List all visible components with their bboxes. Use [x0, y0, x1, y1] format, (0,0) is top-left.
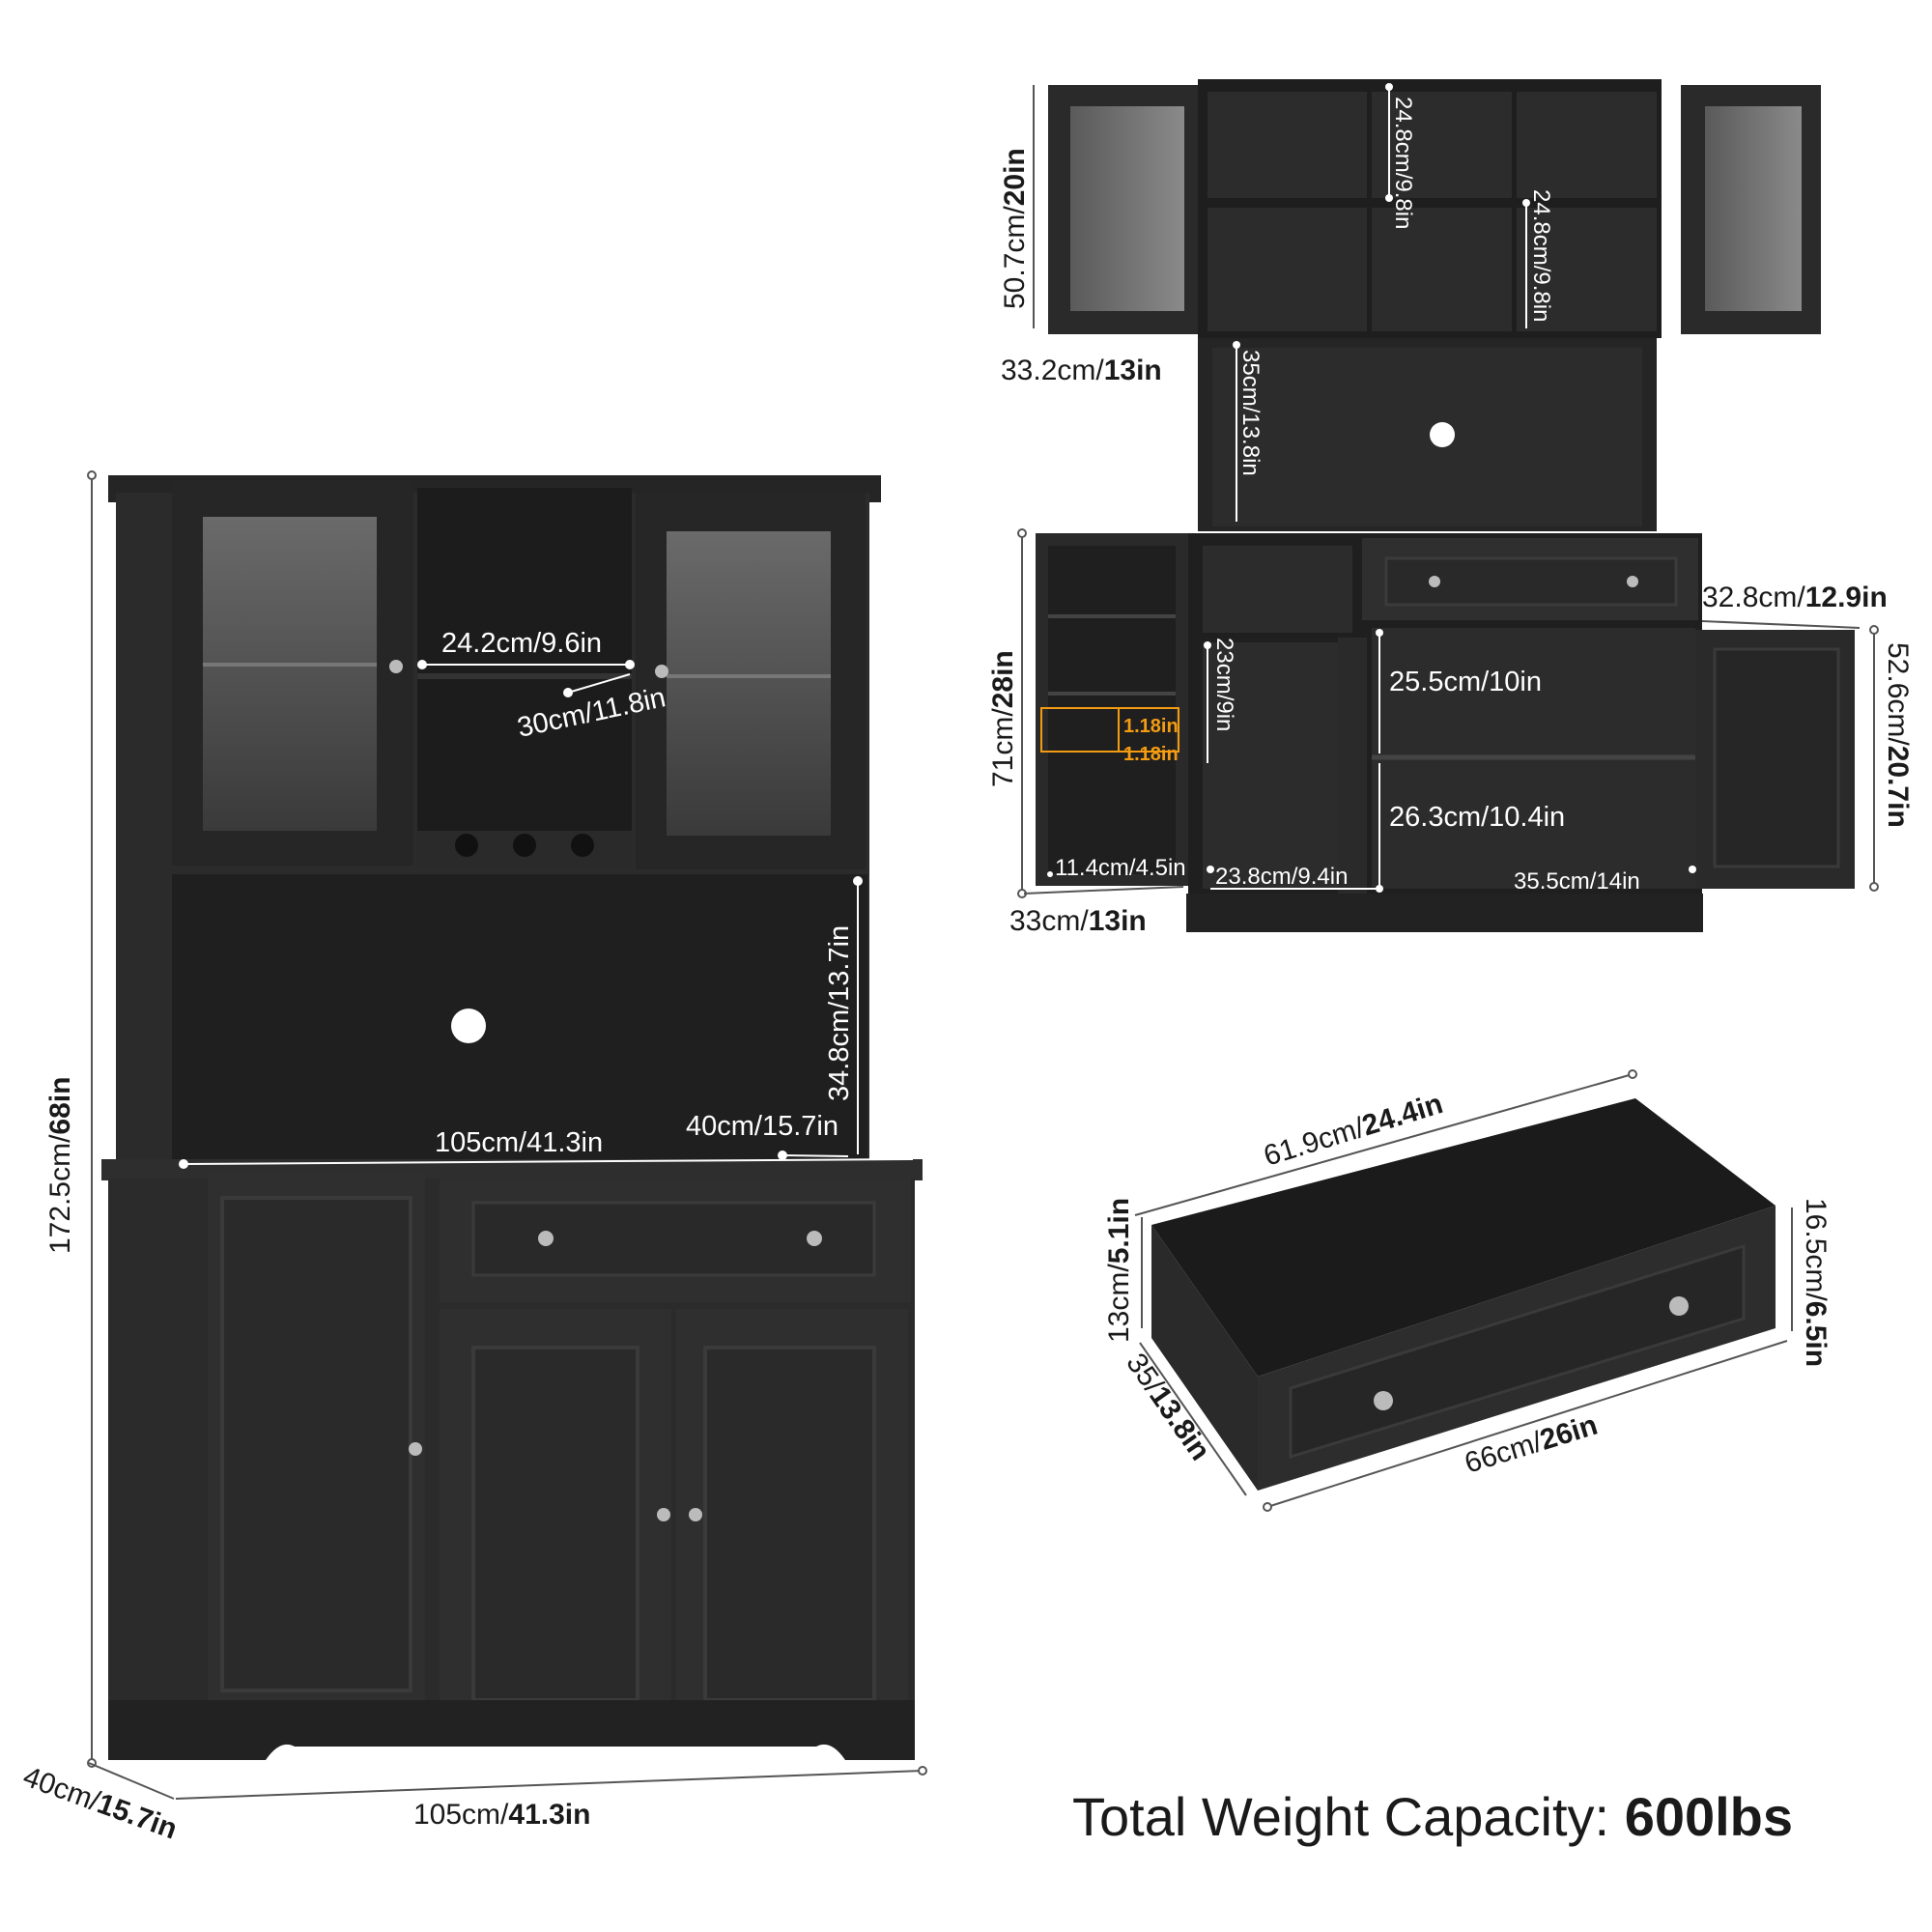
svg-text:34.8cm/13.7in: 34.8cm/13.7in	[824, 925, 855, 1101]
svg-text:33cm/13in: 33cm/13in	[1009, 905, 1147, 937]
svg-text:172.5cm/68in: 172.5cm/68in	[44, 1077, 76, 1254]
cubby-height-2-dimension: 24.8cm/9.8in	[1522, 189, 1554, 328]
shelf-lower-dimension: 26.3cm/10.4in	[1376, 763, 1565, 893]
svg-text:13cm/5.1in: 13cm/5.1in	[1103, 1198, 1135, 1343]
rack-depth-dimension: 11.4cm/4.5in	[1047, 855, 1186, 881]
counter-depth-dimension: 40cm/15.7in	[686, 1111, 849, 1160]
weight-capacity-caption: Total Weight Capacity: 600lbs	[1072, 1785, 1793, 1848]
counter-width-dimension: 105cm/41.3in	[179, 1127, 914, 1169]
left-inner-width-dimension: 23.8cm/9.4in	[1207, 864, 1377, 890]
drawer-outer-height-dimension: 16.5cm/6.5in	[1791, 1198, 1832, 1367]
svg-text:24.8cm/9.8in: 24.8cm/9.8in	[1528, 189, 1554, 322]
svg-text:40cm/15.7in: 40cm/15.7in	[19, 1761, 182, 1846]
gap-dimensions: 1.18in 1.18in	[1118, 708, 1179, 765]
shelf-upper-dimension: 25.5cm/10in	[1376, 629, 1542, 753]
svg-text:32.8cm/12.9in: 32.8cm/12.9in	[1702, 582, 1888, 613]
svg-text:35cm/13.8in: 35cm/13.8in	[1237, 350, 1264, 476]
drawer-illustration	[1151, 1098, 1776, 1491]
svg-text:16.5cm/6.5in: 16.5cm/6.5in	[1800, 1198, 1832, 1367]
svg-text:1.18in: 1.18in	[1123, 716, 1179, 737]
svg-text:33.2cm/13in: 33.2cm/13in	[1001, 355, 1162, 386]
svg-text:40cm/15.7in: 40cm/15.7in	[686, 1111, 838, 1142]
capacity-label: Total Weight Capacity:	[1072, 1786, 1625, 1847]
base-open-illustration	[1036, 533, 1855, 932]
svg-text:105cm/41.3in: 105cm/41.3in	[435, 1127, 603, 1158]
inner-shelf-height-dimension: 23cm/9in	[1204, 638, 1237, 763]
svg-text:23.8cm/9.4in: 23.8cm/9.4in	[1215, 864, 1348, 890]
top-height-dimension: 50.7cm/20in	[999, 85, 1035, 328]
right-depth-dimension: 32.8cm/12.9in	[1701, 582, 1888, 629]
main-height-dimension: 172.5cm/68in	[44, 470, 97, 1768]
main-cabinet-illustration	[101, 475, 923, 1760]
right-inner-width-dimension: 35.5cm/14in	[1514, 866, 1696, 895]
base-height-dimension: 71cm/28in	[987, 528, 1027, 898]
svg-text:35.5cm/14in: 35.5cm/14in	[1514, 868, 1640, 895]
svg-text:11.4cm/4.5in: 11.4cm/4.5in	[1055, 855, 1186, 881]
drawer-inner-height-dimension: 13cm/5.1in	[1103, 1198, 1143, 1343]
hutch-height-dimension: 34.8cm/13.7in	[824, 876, 863, 1154]
svg-text:1.18in: 1.18in	[1123, 744, 1179, 765]
svg-text:23cm/9in: 23cm/9in	[1211, 638, 1237, 731]
svg-text:52.6cm/20.7in: 52.6cm/20.7in	[1882, 642, 1914, 828]
svg-text:24.2cm/9.6in: 24.2cm/9.6in	[441, 628, 602, 659]
svg-text:25.5cm/10in: 25.5cm/10in	[1389, 667, 1542, 697]
hutch-open-illustration	[1048, 79, 1821, 531]
hutch-open-area	[172, 874, 867, 1164]
hutch-open-height-dimension: 35cm/13.8in	[1233, 341, 1264, 522]
niche-width-dimension: 24.2cm/9.6in	[417, 628, 635, 669]
svg-text:71cm/28in: 71cm/28in	[987, 650, 1019, 787]
main-depth-dimension: 40cm/15.7in	[19, 1761, 182, 1846]
right-height-dimension: 52.6cm/20.7in	[1869, 625, 1914, 892]
svg-text:24.8cm/9.8in: 24.8cm/9.8in	[1390, 97, 1416, 229]
svg-text:26.3cm/10.4in: 26.3cm/10.4in	[1389, 802, 1565, 833]
svg-text:105cm/41.3in: 105cm/41.3in	[413, 1799, 590, 1831]
main-width-dimension: 105cm/41.3in	[175, 1766, 927, 1831]
cubby-height-1-dimension: 24.8cm/9.8in	[1385, 83, 1416, 229]
svg-text:50.7cm/20in: 50.7cm/20in	[999, 148, 1031, 309]
capacity-value: 600lbs	[1624, 1786, 1794, 1847]
base-door-width-dimension: 33cm/13in	[1009, 886, 1184, 937]
top-width-dimension: 33.2cm/13in	[1001, 355, 1162, 386]
